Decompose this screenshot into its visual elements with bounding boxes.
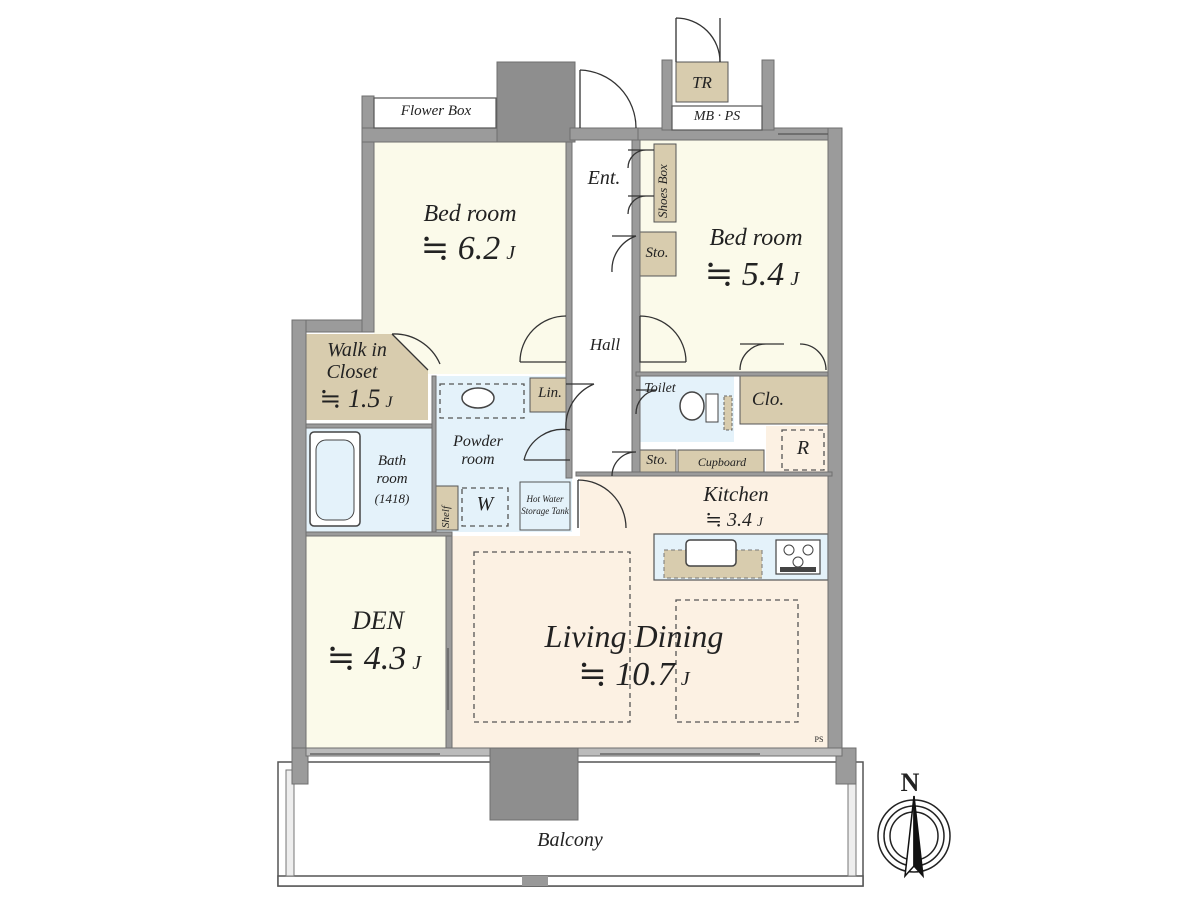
windows: [310, 133, 828, 755]
kitchen-name: Kitchen: [703, 482, 769, 506]
bedroom-east-name: Bed room: [709, 225, 803, 251]
linen-label: Lin.: [538, 385, 562, 401]
fixtures: [461, 387, 733, 531]
bathroom-line1: Bath: [377, 453, 407, 469]
entrance-label: Ent.: [587, 167, 621, 189]
den-name: DEN: [352, 606, 404, 635]
trunk-room-label: TR: [692, 73, 712, 92]
storage-lower-label: Sto.: [646, 453, 668, 468]
compass-rose: [877, 795, 951, 879]
hot-water-line2: Storage Tank: [521, 506, 569, 516]
furniture-outlines: [439, 383, 825, 723]
kitchen-counter: [653, 533, 829, 581]
walk-in-closet-name-2: Closet: [326, 361, 378, 383]
walk-in-closet-fill: [306, 334, 428, 420]
kitchen-upper-fill: [766, 426, 828, 476]
bathroom-line3: (1418): [374, 491, 410, 506]
closet-label: Clo.: [751, 389, 785, 410]
refrigerator-label: R: [796, 437, 810, 459]
powder-room-line1: Powder: [453, 433, 503, 450]
washer-label: W: [476, 493, 494, 515]
compass-north-label: N: [900, 768, 920, 797]
bedroom-west-name: Bed room: [423, 201, 517, 227]
mb-ps-label: MB · PS: [693, 109, 741, 124]
powder-room-line2: room: [461, 451, 495, 468]
walk-in-closet-name-1: Walk in: [327, 339, 387, 361]
toilet-label: Toilet: [644, 381, 676, 396]
hall-fill: [572, 140, 640, 476]
pipe-space-label: PS: [814, 735, 824, 744]
den-fill: [306, 536, 446, 748]
shoes-box-label: Shoes Box: [655, 164, 670, 218]
room-fills: [306, 140, 828, 748]
storage-upper-label: Sto.: [645, 245, 669, 261]
exterior-boxes: [373, 97, 763, 131]
living-dining-name: Living Dining: [544, 618, 724, 654]
door-swings: [391, 17, 827, 529]
flower-box-label: Flower Box: [400, 103, 472, 119]
bathroom-line2: room: [376, 471, 408, 487]
balcony-label: Balcony: [537, 829, 603, 851]
bathtub: [309, 431, 361, 527]
cupboard-label: Cupboard: [697, 455, 747, 469]
hot-water-line1: Hot Water: [526, 494, 564, 504]
hall-label: Hall: [589, 335, 621, 354]
shelf-label: Shelf: [440, 506, 452, 528]
